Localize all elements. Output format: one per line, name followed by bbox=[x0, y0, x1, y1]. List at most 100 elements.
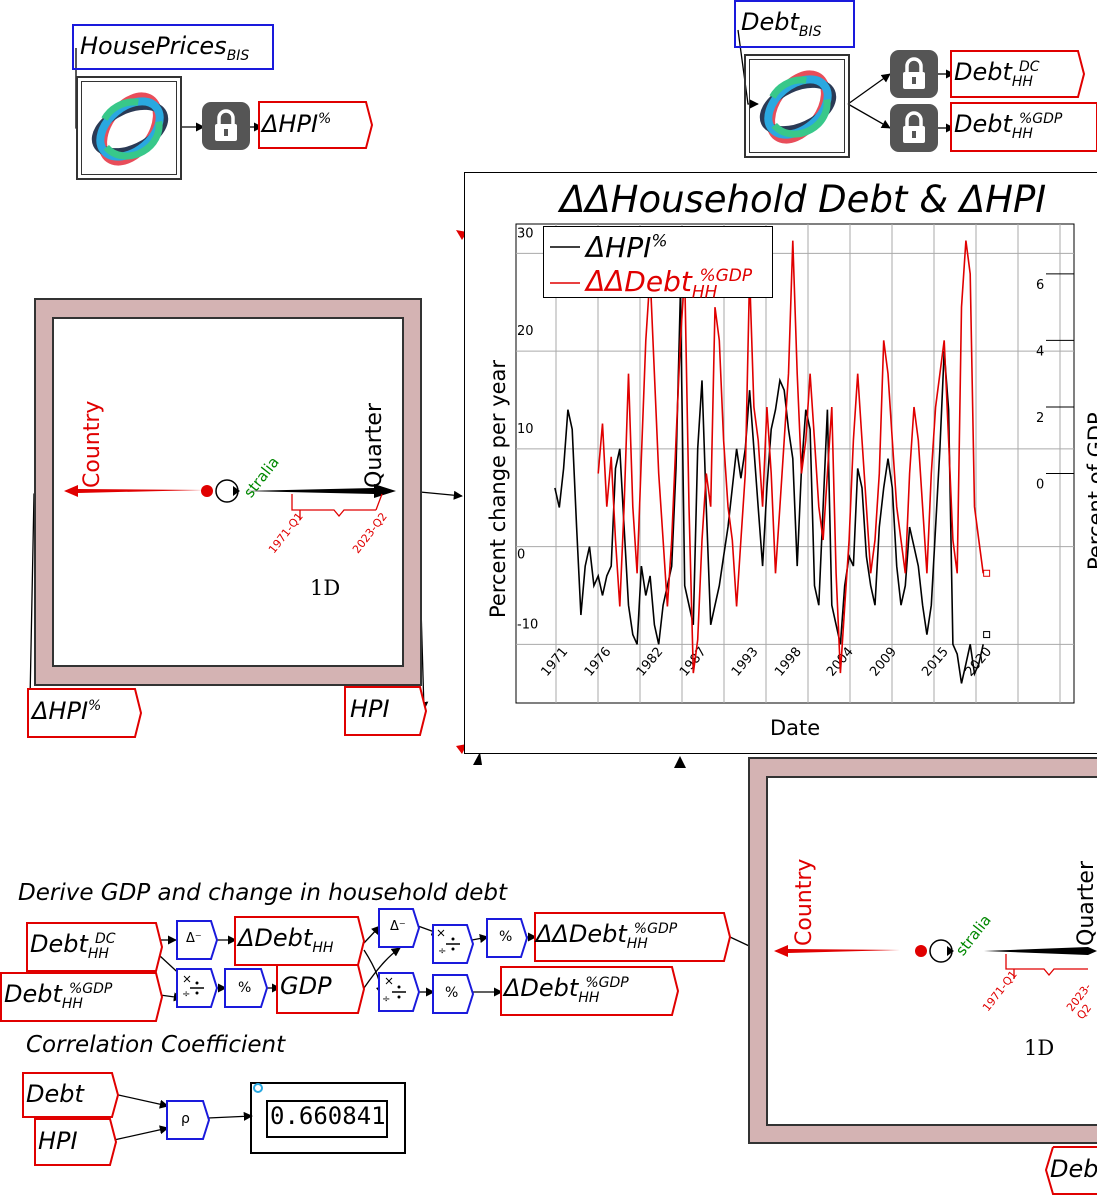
chart-ylabel-right: Percent of GDP bbox=[1084, 412, 1097, 570]
operator-divide-2[interactable] bbox=[432, 924, 474, 964]
operator-difference-2[interactable] bbox=[378, 908, 420, 948]
debt-gdp-top-base: Debt bbox=[954, 110, 1012, 138]
wire-ravel-to-plot bbox=[419, 490, 463, 500]
debt-gdp-sup: %GDP bbox=[68, 981, 113, 997]
legend-hpi-base: ΔHPI bbox=[586, 231, 652, 264]
operator-divide-3[interactable] bbox=[378, 972, 420, 1012]
variable-debt[interactable] bbox=[22, 1072, 120, 1118]
operator-difference-1[interactable] bbox=[176, 920, 218, 960]
data-source-debt[interactable] bbox=[744, 54, 850, 158]
operator-divide-1[interactable] bbox=[176, 968, 218, 1008]
variable-d-hpi-pct-left[interactable] bbox=[27, 688, 143, 738]
d-debt-hh-base: ΔDebt bbox=[238, 924, 313, 952]
house-prices-sub: BIS bbox=[226, 47, 250, 64]
variable-debt-hh-dc-top[interactable] bbox=[950, 50, 1090, 98]
series-end-marker-hpi bbox=[983, 631, 991, 639]
hpi-label: HPI bbox=[350, 695, 390, 723]
variable-d-debt-hh-gdp[interactable] bbox=[500, 966, 682, 1016]
legend-debt-base: ΔΔDebt bbox=[586, 265, 692, 298]
variable-d-debt-hh[interactable] bbox=[234, 916, 368, 966]
chart-legend: ΔHPI% ΔΔDebtHH%GDP bbox=[543, 226, 773, 303]
op-percent3-label: % bbox=[445, 985, 459, 1001]
op-correlation-label: ρ bbox=[181, 1111, 190, 1127]
chart-xlabel: Date bbox=[770, 716, 821, 740]
series-end-marker-debt bbox=[983, 569, 991, 577]
variable-dd-debt-hh-gdp[interactable] bbox=[534, 912, 734, 962]
d-hpi-left-base: ΔHPI bbox=[32, 697, 89, 725]
operator-percent-2[interactable] bbox=[486, 918, 528, 958]
lock-icon-3[interactable] bbox=[890, 104, 938, 152]
op-percent2-label: % bbox=[499, 929, 513, 945]
y2-tick-label: 0 bbox=[1036, 477, 1044, 492]
op-divide3-sym: ÷ bbox=[382, 994, 391, 1005]
ravel-left-axis-quarter[interactable]: Quarter bbox=[362, 403, 387, 488]
chart-title: ΔΔHousehold Debt & ΔHPI bbox=[560, 178, 1047, 221]
variable-debt-hh-gdp-top[interactable] bbox=[950, 102, 1097, 152]
variable-hpi[interactable] bbox=[344, 686, 428, 736]
op-percent1-label: % bbox=[238, 980, 252, 996]
data-source-house-prices[interactable] bbox=[76, 76, 182, 180]
op-divide1-sym: ÷ bbox=[182, 989, 191, 1000]
debt-gdp-sub: HH bbox=[61, 995, 83, 1012]
correlation-value: 0.660841 bbox=[270, 1102, 386, 1130]
debt-label: Debt bbox=[26, 1080, 84, 1108]
d-hpi-top-sup: % bbox=[318, 111, 332, 127]
debt-gdp-top-sup: %GDP bbox=[1018, 111, 1063, 127]
legend-entry-debt: ΔΔDebtHH%GDP bbox=[586, 265, 752, 303]
d-hpi-top-base: ΔHPI bbox=[262, 110, 319, 138]
operator-percent-3[interactable] bbox=[432, 974, 474, 1014]
y-tick-label: 30 bbox=[517, 226, 534, 241]
ravel-left-rank: 1D bbox=[310, 576, 341, 600]
d-debt-gdp-sup: %GDP bbox=[585, 975, 629, 991]
wrench-icon bbox=[253, 1083, 263, 1093]
y2-tick-label: 4 bbox=[1036, 344, 1044, 359]
variable-house-prices-bis[interactable]: HousePricesBIS bbox=[72, 24, 274, 70]
display-correlation[interactable]: 0.660841 bbox=[250, 1082, 406, 1154]
y2-tick-label: 6 bbox=[1036, 278, 1044, 293]
hpi2-label: HPI bbox=[38, 1127, 78, 1155]
group-title-correlation: Correlation Coefficient bbox=[26, 1032, 286, 1058]
op-diff1-label: Δ⁻ bbox=[186, 931, 202, 946]
variable-debt-hh-dc[interactable] bbox=[26, 922, 166, 972]
ravel-right-axis-country[interactable]: Country bbox=[792, 858, 817, 946]
ravel-right-rank: 1D bbox=[1024, 1036, 1055, 1060]
debt-bis-sub: BIS bbox=[798, 23, 822, 40]
variable-debt-right-partial[interactable] bbox=[1043, 1146, 1097, 1195]
lock-icon[interactable] bbox=[202, 102, 250, 150]
variable-debt-bis[interactable]: DebtBIS bbox=[734, 0, 855, 48]
dd-debt-sub: HH bbox=[626, 935, 648, 952]
series-line-debt bbox=[597, 240, 984, 674]
lock-icon-2[interactable] bbox=[890, 50, 938, 98]
debt-bis-base: Debt bbox=[741, 8, 799, 36]
series-line-hpi bbox=[554, 292, 984, 684]
legend-entry-hpi: ΔHPI% bbox=[586, 231, 668, 264]
y2-tick-label: 2 bbox=[1036, 411, 1044, 426]
ravel-left-axes bbox=[64, 479, 396, 520]
dd-debt-sup: %GDP bbox=[633, 921, 678, 937]
y-tick-label: 0 bbox=[517, 548, 525, 563]
ravel-left-axis-country[interactable]: Country bbox=[80, 400, 105, 488]
op-divide2-sym: ÷ bbox=[438, 946, 447, 957]
chart-ylabel: Percent change per year bbox=[486, 359, 510, 618]
d-debt-hh-sub: HH bbox=[312, 939, 334, 956]
variable-gdp[interactable] bbox=[276, 964, 368, 1014]
group-title-derive: Derive GDP and change in household debt bbox=[18, 880, 507, 906]
debt-gdp-top-sub: HH bbox=[1011, 125, 1033, 142]
globe-logo-icon-2 bbox=[759, 70, 837, 144]
y-tick-label: 10 bbox=[517, 422, 534, 437]
ravel-right-axes bbox=[774, 939, 1097, 979]
y-tick-label: -10 bbox=[517, 617, 538, 632]
operator-correlation[interactable] bbox=[166, 1100, 210, 1140]
variable-d-hpi-pct-top[interactable] bbox=[258, 101, 374, 149]
operator-percent-1[interactable] bbox=[224, 968, 268, 1008]
debt-dc-sub: HH bbox=[87, 945, 109, 962]
d-debt-gdp-base: ΔDebt bbox=[504, 974, 579, 1002]
y-tick-label: 20 bbox=[517, 324, 534, 339]
d-debt-gdp-sub: HH bbox=[578, 989, 600, 1006]
ravel-right-axis-quarter[interactable]: Quarter bbox=[1074, 861, 1097, 946]
legend-debt-sup: %GDP bbox=[699, 265, 753, 286]
variable-debt-hh-gdp[interactable] bbox=[0, 972, 166, 1022]
variable-hpi-2[interactable] bbox=[34, 1118, 118, 1166]
wire-debt-to-source bbox=[737, 29, 759, 109]
